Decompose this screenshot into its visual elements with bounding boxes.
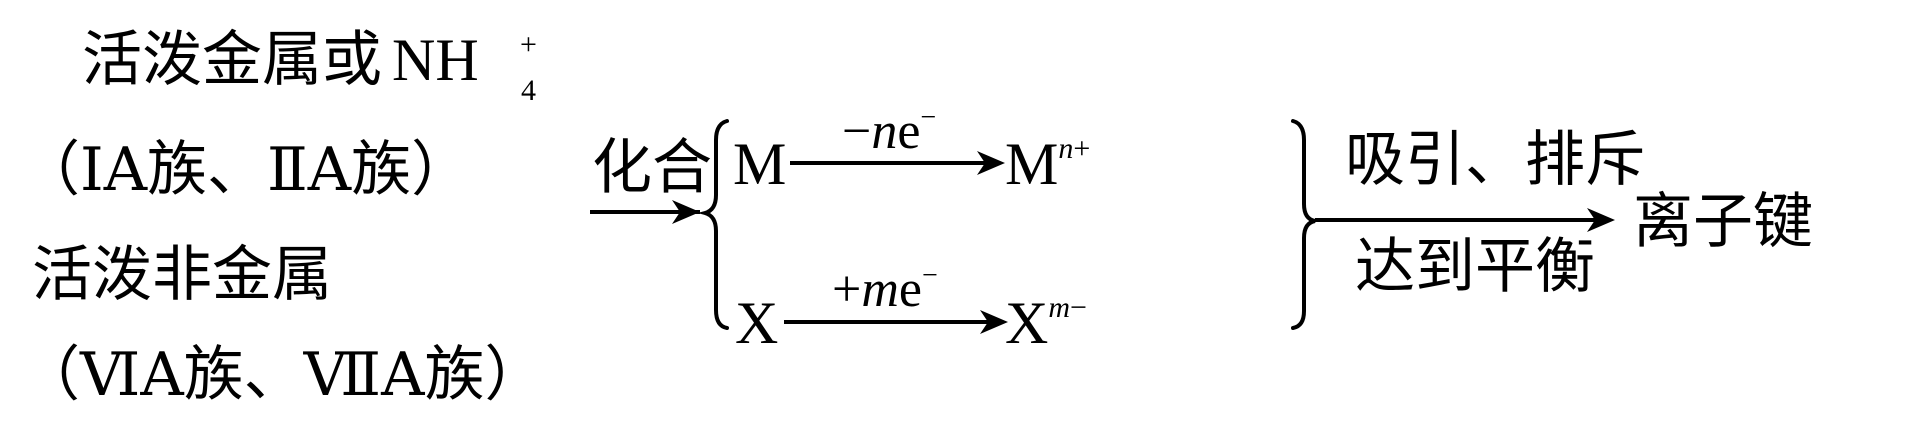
combination-arrow-icon: [590, 200, 700, 224]
electron-gain-arrow-icon: [784, 310, 1008, 334]
nonmetal-ion-charge: m−: [1048, 291, 1087, 324]
combination-label: 化合: [592, 133, 712, 203]
right-brace-icon: [1291, 119, 1316, 330]
nonmetal-ion-symbol: X: [1005, 290, 1049, 356]
m-charge-variable: m: [1048, 291, 1071, 324]
metal-groups: （ⅠA族、ⅡA族）: [20, 135, 472, 205]
metal-process-label: −ne−: [842, 104, 936, 158]
bond-formation-arrow-icon: [1315, 208, 1615, 232]
plus-sign-process: +: [832, 261, 862, 318]
minus-sign-charge: −: [1070, 291, 1087, 324]
plus-sign: +: [1073, 132, 1091, 165]
nonmetal-reactant-label: 活泼非金属: [32, 240, 332, 310]
attraction-repulsion-label: 吸引、排斥: [1345, 125, 1645, 195]
n-charge-variable: n: [1058, 132, 1074, 165]
electron-charge: −: [921, 260, 938, 291]
left-brace-icon: [697, 119, 729, 330]
nonmetal-atom: X: [735, 290, 779, 356]
ammonium-formula: NH: [392, 27, 479, 93]
ammonium-base: NH: [392, 27, 479, 93]
minus-sign: −: [842, 103, 872, 160]
metal-ion-charge: n+: [1058, 132, 1090, 165]
equilibrium-label: 达到平衡: [1355, 232, 1595, 302]
metal-label-text: 活泼金属或: [82, 25, 382, 95]
ionization-arrow-icon: [790, 151, 1005, 175]
metal-ion: Mn+: [1005, 131, 1090, 197]
nonmetal-process-label: +me−: [832, 262, 938, 316]
nonmetal-ion: Xm−: [1005, 290, 1087, 356]
metal-atom: M: [733, 131, 787, 197]
electron-symbol: e: [898, 261, 922, 318]
electron-charge: −: [920, 102, 937, 133]
n-variable: n: [871, 103, 898, 160]
ionic-bond-label: 离子键: [1633, 187, 1813, 257]
ammonium-subscript: 4: [521, 74, 536, 107]
m-variable: m: [861, 261, 899, 318]
electron-symbol: e: [897, 103, 921, 160]
ammonium-charge: +: [520, 28, 537, 61]
nonmetal-groups: （ⅥA族、ⅦA族）: [20, 340, 545, 410]
metal-ion-symbol: M: [1005, 131, 1059, 197]
